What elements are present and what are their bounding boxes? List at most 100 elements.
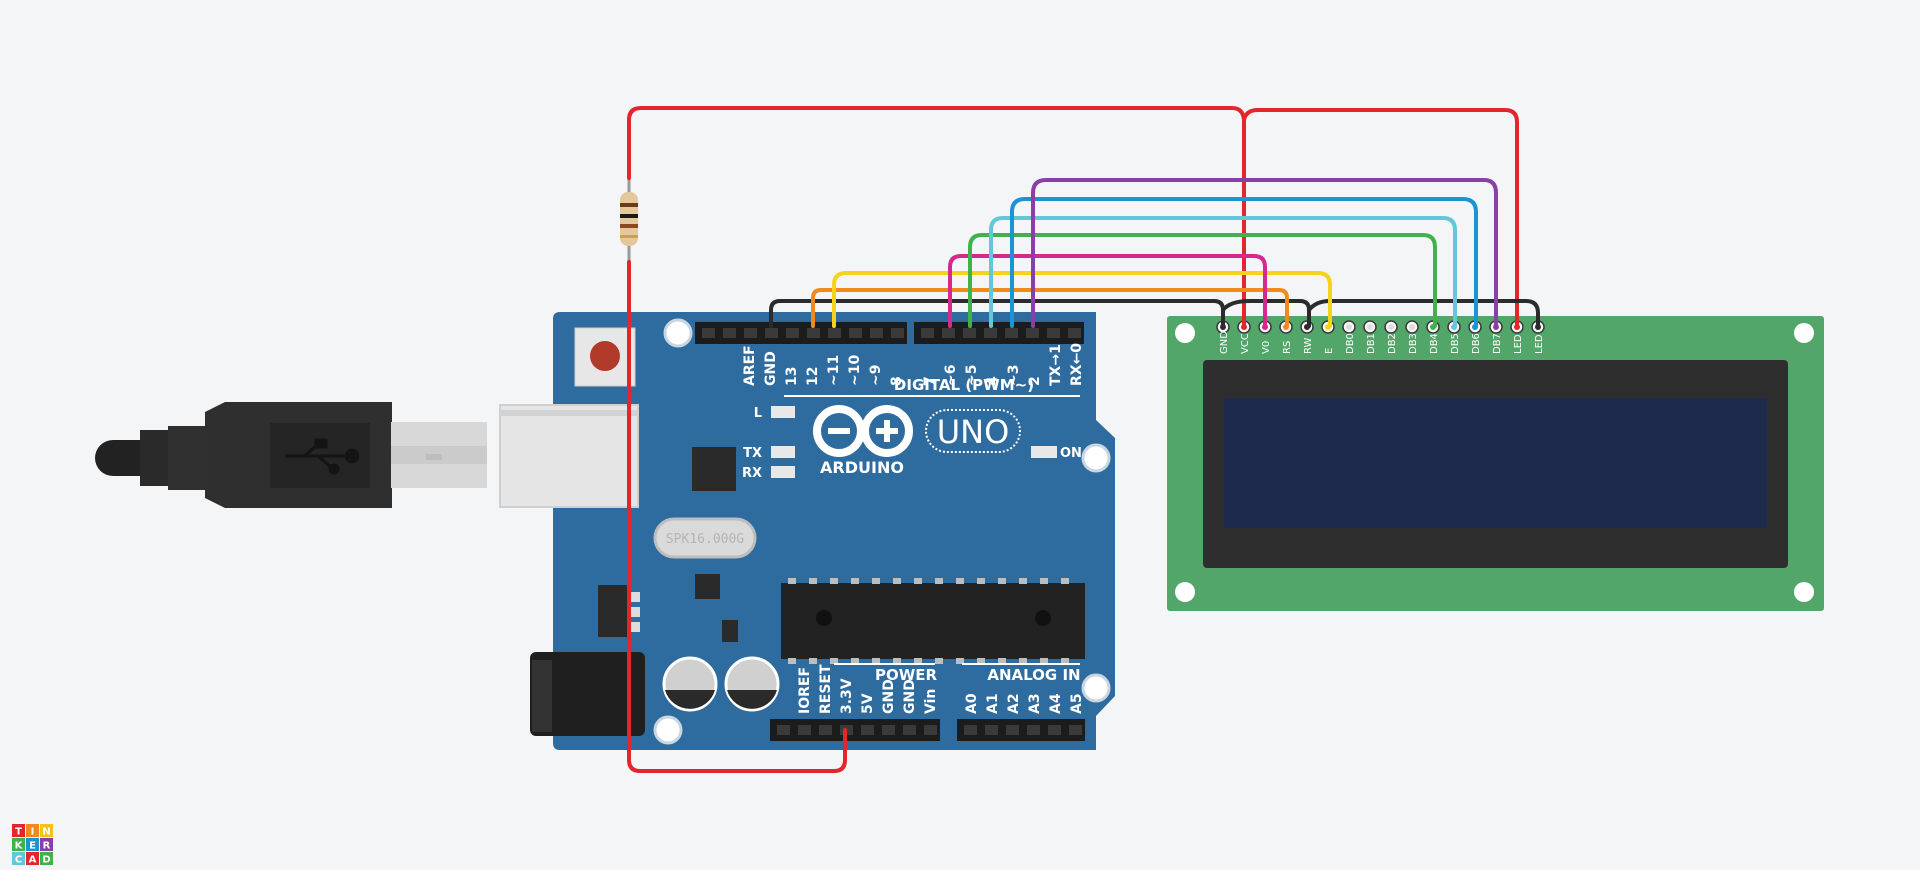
digital-pin-label: 2	[1027, 376, 1043, 386]
led-label: RX	[742, 466, 762, 481]
lcd-pin-label: RS	[1282, 341, 1293, 354]
resistor[interactable]	[620, 178, 638, 262]
wire-red-top	[627, 106, 1246, 328]
analog-pin[interactable]	[1027, 725, 1040, 735]
digital-pin-header[interactable]	[695, 322, 1084, 344]
lcd-pin-label: DB7	[1492, 333, 1503, 354]
lcd-pin-label: DB4	[1429, 333, 1440, 354]
lcd-pin-label: RW	[1303, 337, 1314, 354]
wire-pink-v0	[948, 254, 1267, 328]
tinkercad-letter: A	[29, 855, 37, 866]
digital-pin[interactable]	[765, 328, 778, 338]
lcd-pin-label: DB5	[1450, 333, 1461, 354]
lcd-pin-label: DB3	[1408, 333, 1419, 354]
usb-cable[interactable]	[95, 402, 487, 508]
digital-pin-label: ~10	[847, 355, 863, 386]
digital-pin[interactable]	[744, 328, 757, 338]
lcd-mount-hole	[1794, 323, 1814, 343]
wires[interactable]	[627, 106, 1540, 773]
atmega-chip	[781, 578, 1085, 664]
digital-pin[interactable]	[1068, 328, 1081, 338]
capacitor	[724, 656, 780, 712]
lcd-pin-label: DB0	[1345, 333, 1356, 354]
digital-pin[interactable]	[1047, 328, 1060, 338]
power-pin-label: RESET	[818, 664, 834, 714]
wire-yellow-e	[832, 271, 1332, 328]
on-led-label: ON	[1060, 446, 1082, 461]
digital-pin[interactable]	[963, 328, 976, 338]
tinkercad-letter: E	[29, 841, 36, 852]
power-pin[interactable]	[798, 725, 811, 735]
power-pin[interactable]	[861, 725, 874, 735]
power-pin-label: IOREF	[797, 667, 813, 714]
analog-pin-header[interactable]	[957, 719, 1085, 741]
power-pin[interactable]	[924, 725, 937, 735]
crystal-label: SPK16.000G	[666, 532, 744, 547]
lcd-pin-label: E	[1324, 348, 1335, 354]
led-label: TX	[743, 446, 762, 461]
digital-pin[interactable]	[828, 328, 841, 338]
digital-pin[interactable]	[921, 328, 934, 338]
power-pin-label: GND	[881, 679, 897, 714]
digital-pin[interactable]	[786, 328, 799, 338]
digital-pin-label: ~3	[1006, 365, 1022, 386]
digital-pin[interactable]	[870, 328, 883, 338]
lcd-pin-label: DB6	[1471, 333, 1482, 354]
analog-pin[interactable]	[1048, 725, 1061, 735]
mounting-hole	[663, 318, 693, 348]
led-indicator	[771, 406, 795, 418]
digital-pin[interactable]	[702, 328, 715, 338]
power-pin[interactable]	[819, 725, 832, 735]
digital-pin-label: 13	[784, 367, 800, 386]
wire-lightblue-db5	[989, 216, 1457, 328]
digital-pin[interactable]	[1026, 328, 1039, 338]
on-led: ON	[1031, 446, 1082, 461]
power-pin-header[interactable]	[770, 719, 940, 741]
wire-red-power	[627, 260, 847, 773]
power-pin-label: 5V	[860, 693, 876, 714]
arduino-logo-text: ARDUINO	[820, 458, 904, 477]
power-pin[interactable]	[903, 725, 916, 735]
tinkercad-letter: D	[42, 855, 50, 866]
digital-pin-label: ~6	[943, 365, 959, 386]
led-label: L	[754, 406, 762, 421]
analog-pin[interactable]	[1069, 725, 1082, 735]
digital-pin-label: 12	[805, 367, 821, 386]
power-pin-label: Vin	[923, 689, 939, 714]
digital-pin[interactable]	[849, 328, 862, 338]
power-pin[interactable]	[777, 725, 790, 735]
tinkercad-letter: R	[43, 841, 51, 852]
digital-pin[interactable]	[723, 328, 736, 338]
analog-pin[interactable]	[985, 725, 998, 735]
voltage-regulator	[598, 585, 628, 637]
power-jack	[530, 652, 645, 736]
digital-pin-label: 4	[985, 376, 1001, 386]
wire-blue-db6	[1010, 197, 1478, 328]
digital-pin[interactable]	[807, 328, 820, 338]
uno-logo-text: UNO	[937, 413, 1010, 451]
tinkercad-letter: T	[15, 827, 22, 838]
analog-in-label: ANALOG IN	[987, 666, 1080, 684]
usb-port	[499, 404, 639, 508]
usb-chip	[692, 447, 736, 491]
digital-pin[interactable]	[891, 328, 904, 338]
digital-pin[interactable]	[942, 328, 955, 338]
tinkercad-letter: N	[42, 827, 50, 838]
reset-button[interactable]	[574, 327, 636, 387]
power-pin[interactable]	[882, 725, 895, 735]
analog-pin-label: A4	[1048, 693, 1064, 714]
lcd-mount-hole	[1175, 582, 1195, 602]
analog-pin[interactable]	[1006, 725, 1019, 735]
digital-pin[interactable]	[984, 328, 997, 338]
wire-purple-db7	[1031, 178, 1498, 328]
analog-pin[interactable]	[964, 725, 977, 735]
led-indicator	[771, 446, 795, 458]
digital-pin[interactable]	[1005, 328, 1018, 338]
